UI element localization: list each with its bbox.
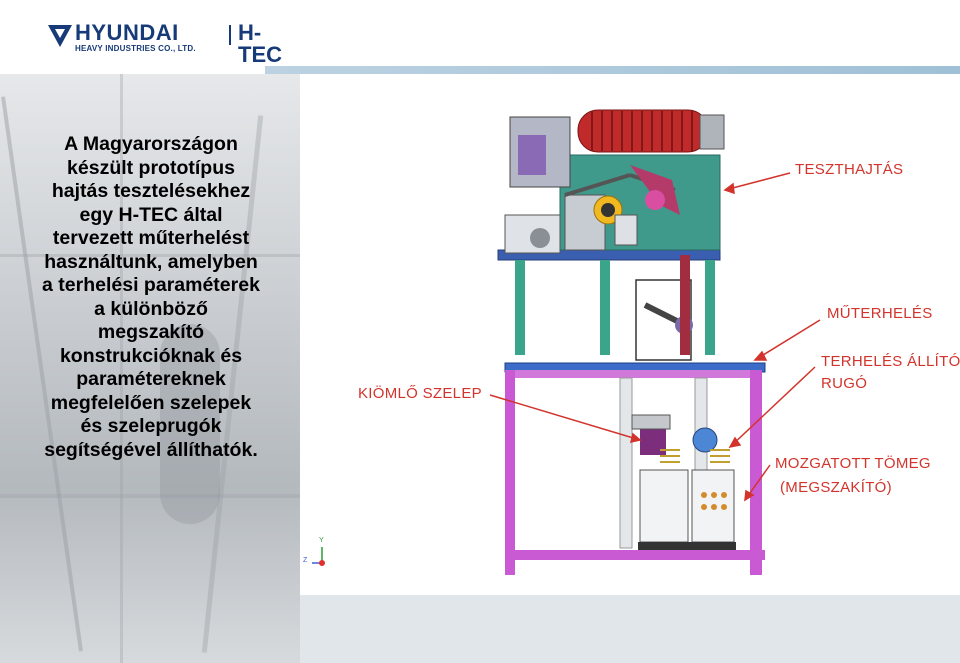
text-line: konstrukcióknak és [59,344,243,367]
header: HYUNDAI HEAVY INDUSTRIES CO., LTD. H-TEC [0,0,960,66]
header-accent-bar [265,66,960,74]
text-line: A Magyarországon [64,133,238,155]
background-photo [0,74,300,663]
callout-mozgatott-tomeg-line1: MOZGATOTT TÖMEG [775,455,931,472]
callout-tesztehajtas: TESZTHAJTÁS [795,161,904,178]
text-line: használtunk, amelyben [44,250,258,273]
callout-kiomlo-szelep: KIÖMLŐ SZELEP [358,385,482,402]
text-line: tervezett műterhelést [52,227,250,249]
hyundai-mark-icon [48,25,72,47]
text-line: a különböző [94,297,208,320]
text-line: hajtás tesztelésekhez [51,180,251,202]
division-name: H-TEC [238,20,282,67]
hyundai-logo: HYUNDAI HEAVY INDUSTRIES CO., LTD. H-TEC [48,20,282,66]
text-line: megfelelően szelepek [50,391,252,414]
callout-muterheles: MŰTERHELÉS [827,305,933,322]
callout-terheles-allito-line1: TERHELÉS ÁLLÍTÓ [821,353,960,370]
machine-illustration [312,109,821,575]
text-line: segítségével állíthatók. [44,438,258,461]
brand-name: HYUNDAI [75,20,179,45]
text-line: egy H-TEC által [79,203,223,226]
axis-label-y: Y [319,537,324,544]
logo-divider [229,25,231,45]
cad-drawing: TESZTHAJTÁS MŰTERHELÉS TERHELÉS ÁLLÍTÓ R… [300,95,960,595]
bottom-strip [300,595,960,663]
text-line: a terhelési paraméterek [42,274,260,296]
axis-label-z: Z [303,557,308,564]
text-line: megszakító [97,321,205,343]
brand-subtitle: HEAVY INDUSTRIES CO., LTD. [75,44,196,53]
text-line: paramétereknek [76,368,226,390]
text-line: készült prototípus [67,156,235,179]
description-text: A Magyarországon készült prototípus hajt… [18,133,284,462]
text-line: és szeleprugók [80,415,222,437]
callout-mozgatott-tomeg-line2: (MEGSZAKÍTÓ) [780,479,892,496]
callout-terheles-allito-line2: RUGÓ [821,375,868,392]
